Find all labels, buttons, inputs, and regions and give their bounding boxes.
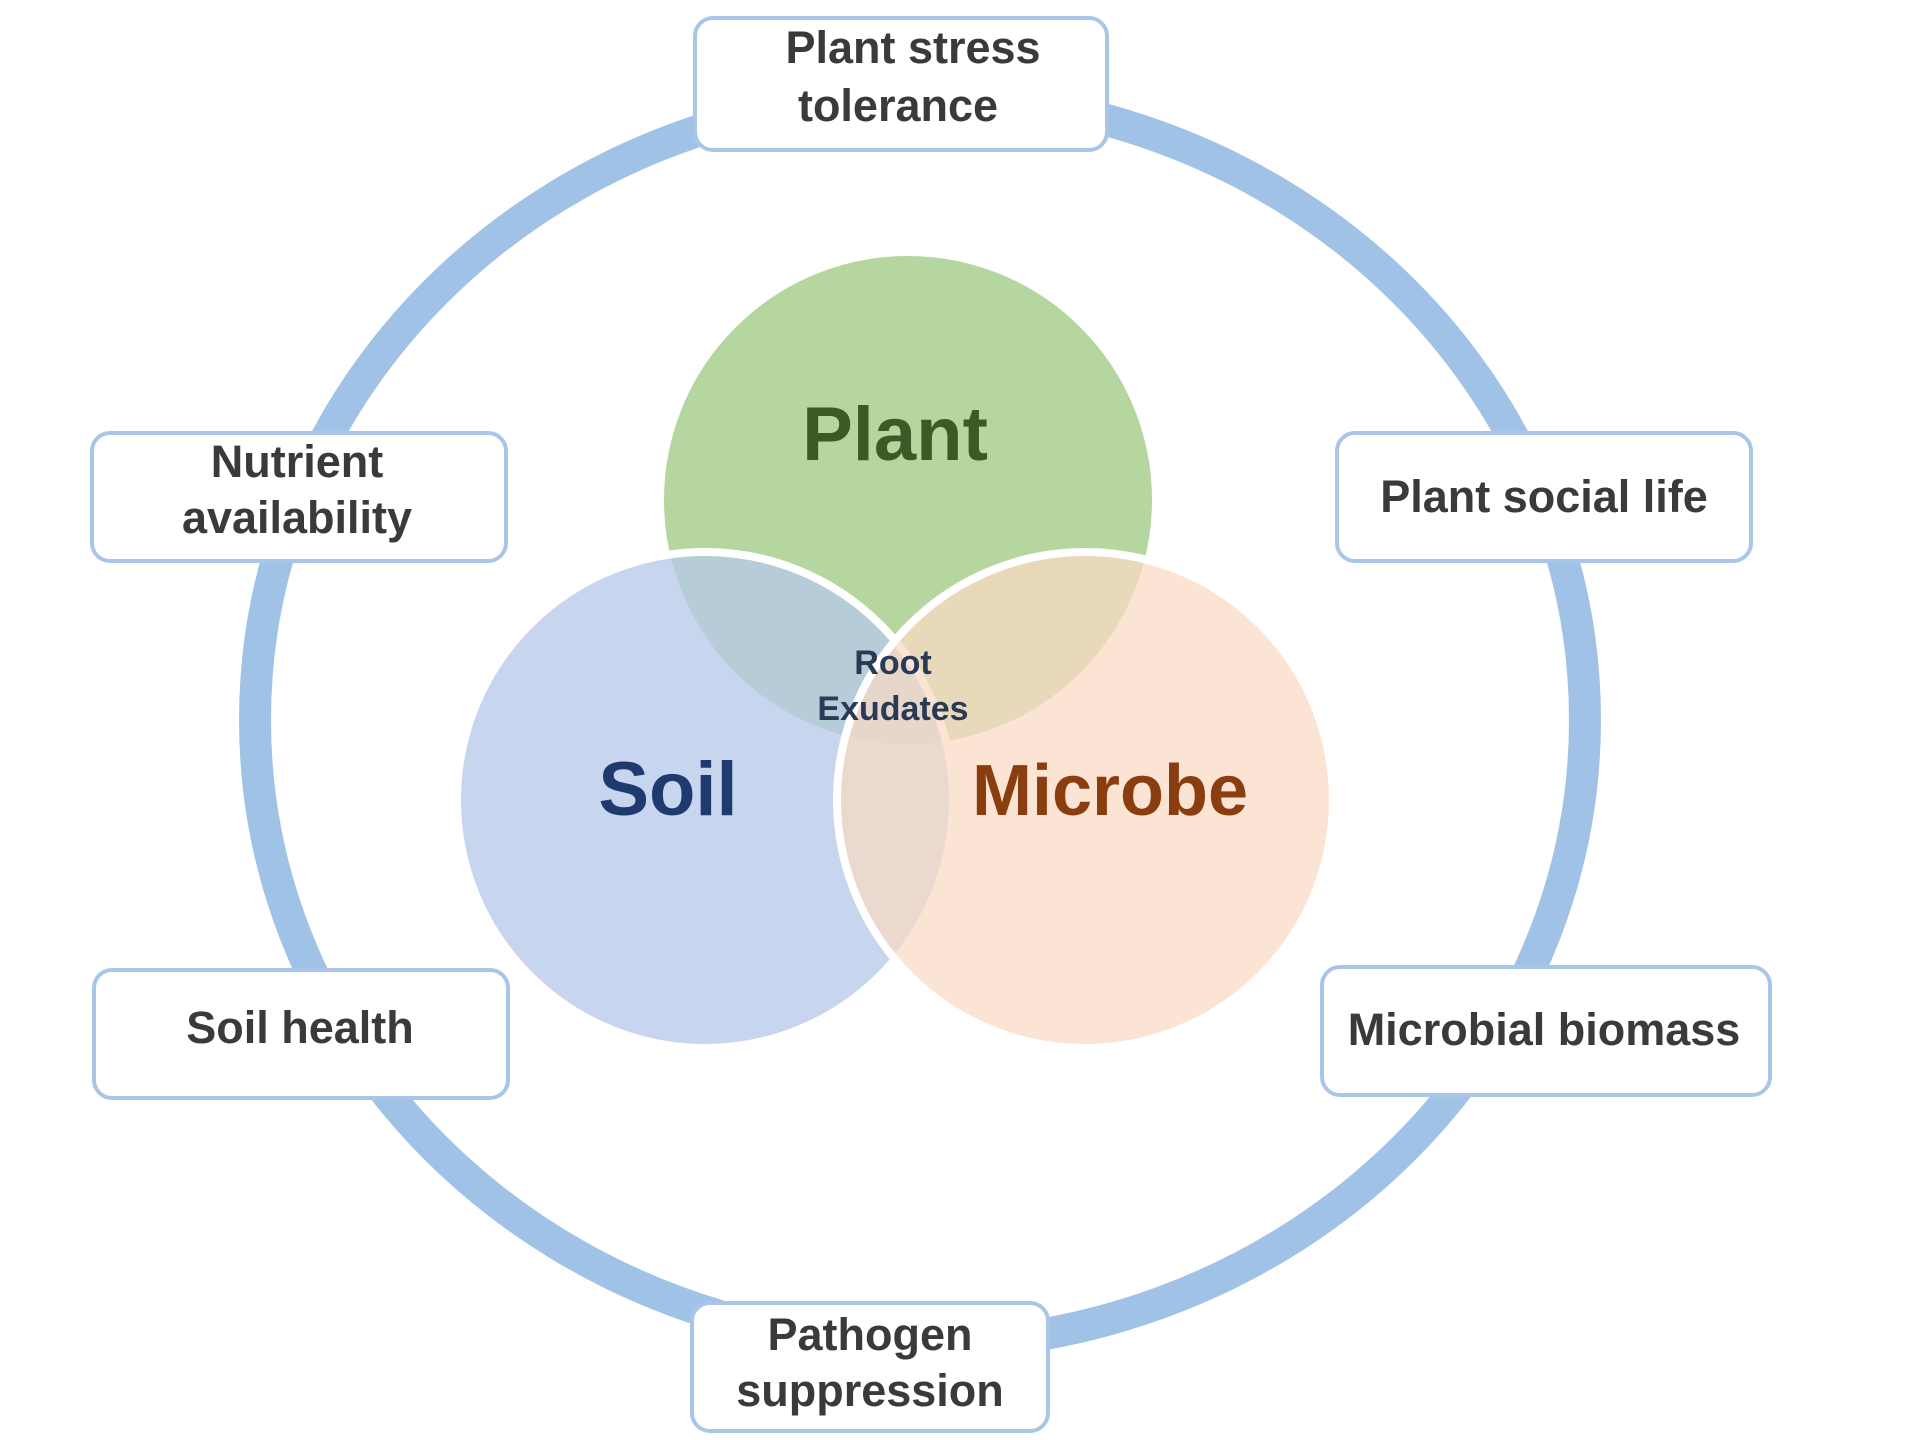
plant-label: Plant <box>802 392 988 477</box>
box-lower-left-line1: Soil health <box>186 1002 414 1053</box>
box-bottom: Pathogen suppression <box>690 1301 1050 1433</box>
venn-group <box>453 248 1337 1052</box>
box-upper-right: Plant social life <box>1335 431 1753 563</box>
box-lower-right: Microbial biomass <box>1320 965 1772 1097</box>
box-lower-right-line1: Microbial biomass <box>1348 1004 1741 1055</box>
box-upper-left-line2: availability <box>182 492 412 543</box>
box-top-line2: tolerance <box>798 80 998 131</box>
box-top: Plant stress tolerance <box>693 16 1109 152</box>
center-label-line1: Root <box>854 644 931 682</box>
box-bottom-frame <box>690 1301 1050 1433</box>
box-top-frame <box>693 16 1109 152</box>
box-upper-right-frame <box>1335 431 1753 563</box>
microbe-circle <box>833 548 1337 1052</box>
box-lower-left-frame <box>92 968 510 1100</box>
box-upper-left: Nutrient availability <box>90 431 508 563</box>
box-bottom-line1: Pathogen <box>767 1309 972 1360</box>
microbe-label: Microbe <box>972 751 1248 831</box>
box-top-line1: Plant stress <box>785 22 1040 73</box>
box-lower-left: Soil health <box>92 968 510 1100</box>
box-lower-right-frame <box>1320 965 1772 1097</box>
box-upper-left-frame <box>90 431 508 563</box>
box-bottom-line2: suppression <box>736 1365 1004 1416</box>
soil-label: Soil <box>598 747 737 832</box>
box-upper-right-line1: Plant social life <box>1380 471 1708 522</box>
center-label-line2: Exudates <box>817 690 968 728</box>
box-upper-left-line1: Nutrient <box>211 436 384 487</box>
